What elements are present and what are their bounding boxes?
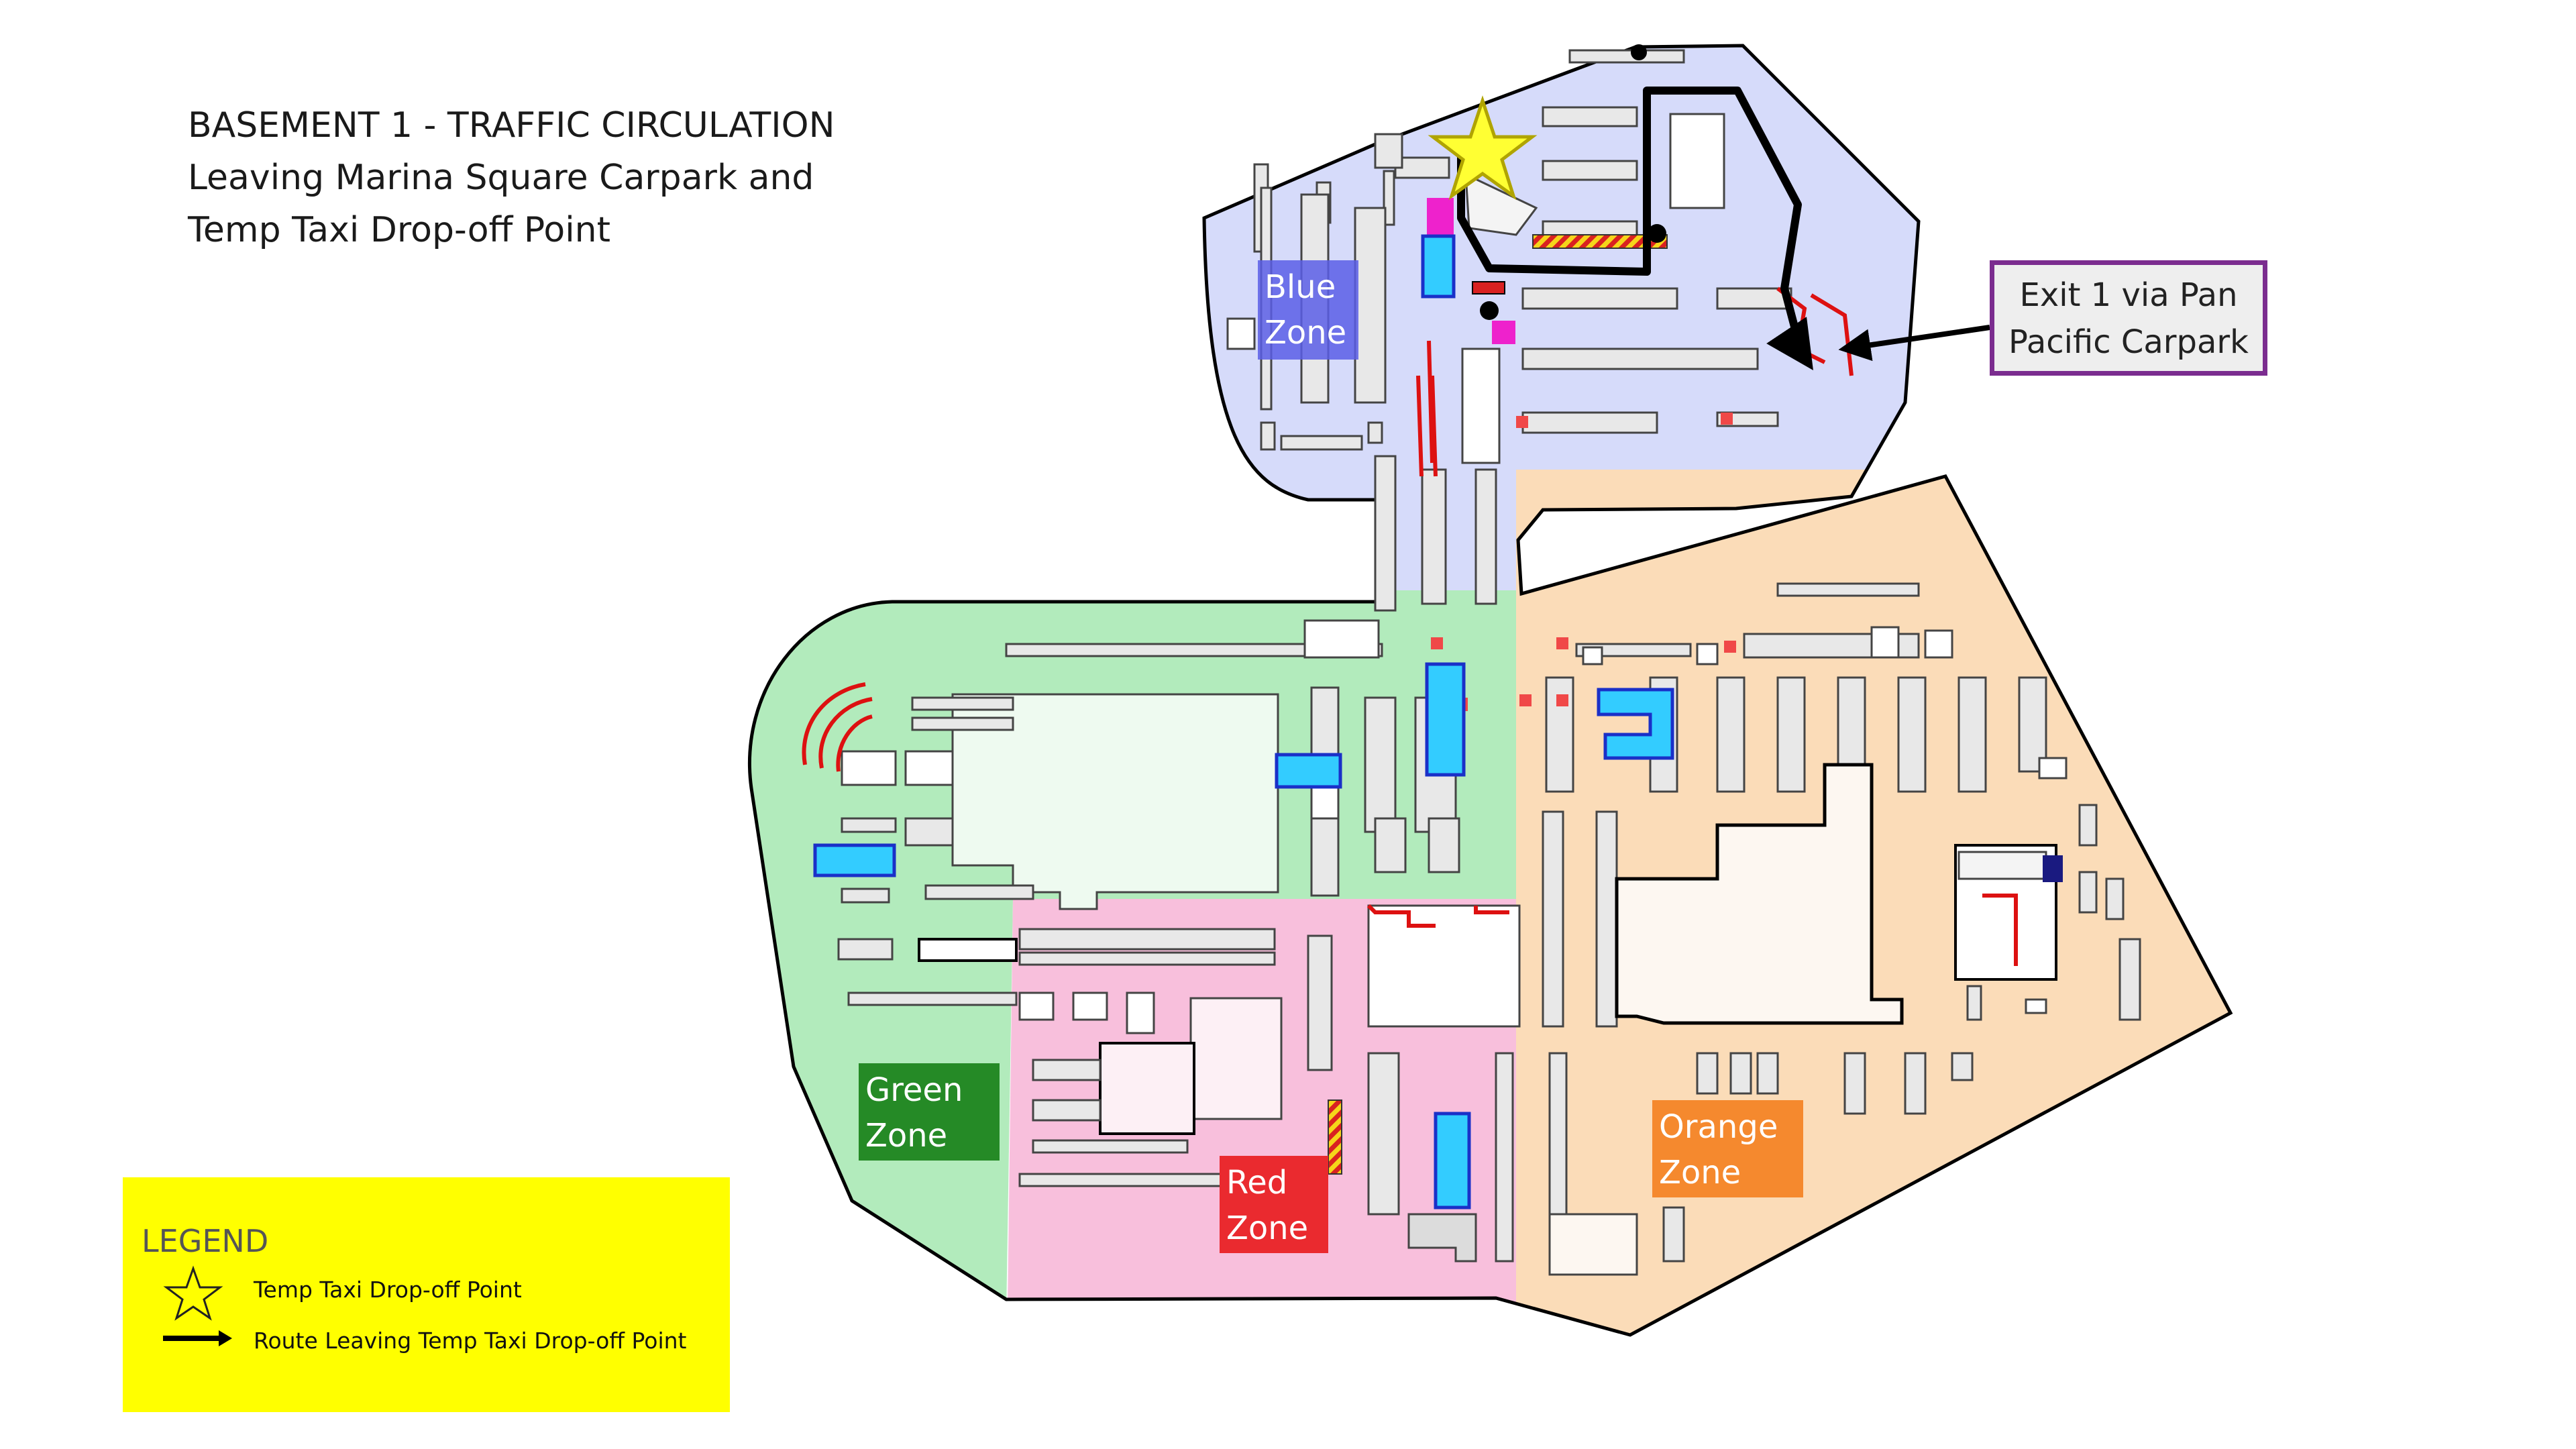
blue-zone-label: Blue Zone <box>1258 260 1358 360</box>
exit-booth <box>2043 855 2063 882</box>
title-line-1: BASEMENT 1 - TRAFFIC CIRCULATION <box>188 105 835 146</box>
legend: LEGEND Temp Taxi Drop-off Point Route Le… <box>123 1177 730 1412</box>
exit-callout-arrow <box>1838 325 1990 362</box>
site-outline <box>747 44 2233 1337</box>
blue-zone-label-line-2: Zone <box>1265 314 1347 352</box>
title-line-2: Leaving Marina Square Carpark and <box>188 158 814 198</box>
arrow-right-icon <box>163 1330 232 1346</box>
route-arrowhead <box>1766 317 1813 370</box>
star-icon <box>163 1265 223 1321</box>
hatched-barrier-blue <box>1532 234 1668 249</box>
exit-route <box>1457 87 1805 356</box>
green-zone-label: Green Zone <box>859 1063 1000 1161</box>
legend-item-taxi-point: Temp Taxi Drop-off Point <box>254 1277 522 1303</box>
exit-callout-line-1: Exit 1 via Pan <box>2019 276 2238 314</box>
legend-title: LEGEND <box>142 1223 269 1259</box>
lift-lobbies <box>813 234 1674 1210</box>
exit-callout-line-2: Pacific Carpark <box>2008 323 2249 361</box>
ticket-machines <box>1427 198 1515 344</box>
taxi-drop-off-star-icon <box>1428 95 1538 201</box>
red-zone-label-line-2: Zone <box>1226 1210 1309 1247</box>
route-markers <box>1472 44 1666 320</box>
orange-zone-label-line-1: Orange <box>1659 1108 1778 1146</box>
orange-zone-label: Orange Zone <box>1652 1100 1803 1197</box>
map-title: BASEMENT 1 - TRAFFIC CIRCULATION Leaving… <box>188 99 835 256</box>
red-zone-label-line-1: Red <box>1226 1164 1288 1201</box>
parking-bays <box>837 49 2141 1276</box>
exit-callout: Exit 1 via Pan Pacific Carpark <box>1990 260 2267 376</box>
hatched-barrier-red <box>1328 1099 1342 1175</box>
title-line-3: Temp Taxi Drop-off Point <box>188 210 610 250</box>
green-zone-label-line-2: Zone <box>865 1117 948 1155</box>
orange-zone-label-line-2: Zone <box>1659 1154 1741 1191</box>
ramp-markings <box>802 286 2018 966</box>
green-zone-label-line-1: Green <box>865 1071 963 1109</box>
legend-item-route: Route Leaving Temp Taxi Drop-off Point <box>254 1328 687 1354</box>
blue-zone-label-line-1: Blue <box>1265 268 1336 306</box>
red-zone-label: Red Zone <box>1220 1156 1328 1253</box>
